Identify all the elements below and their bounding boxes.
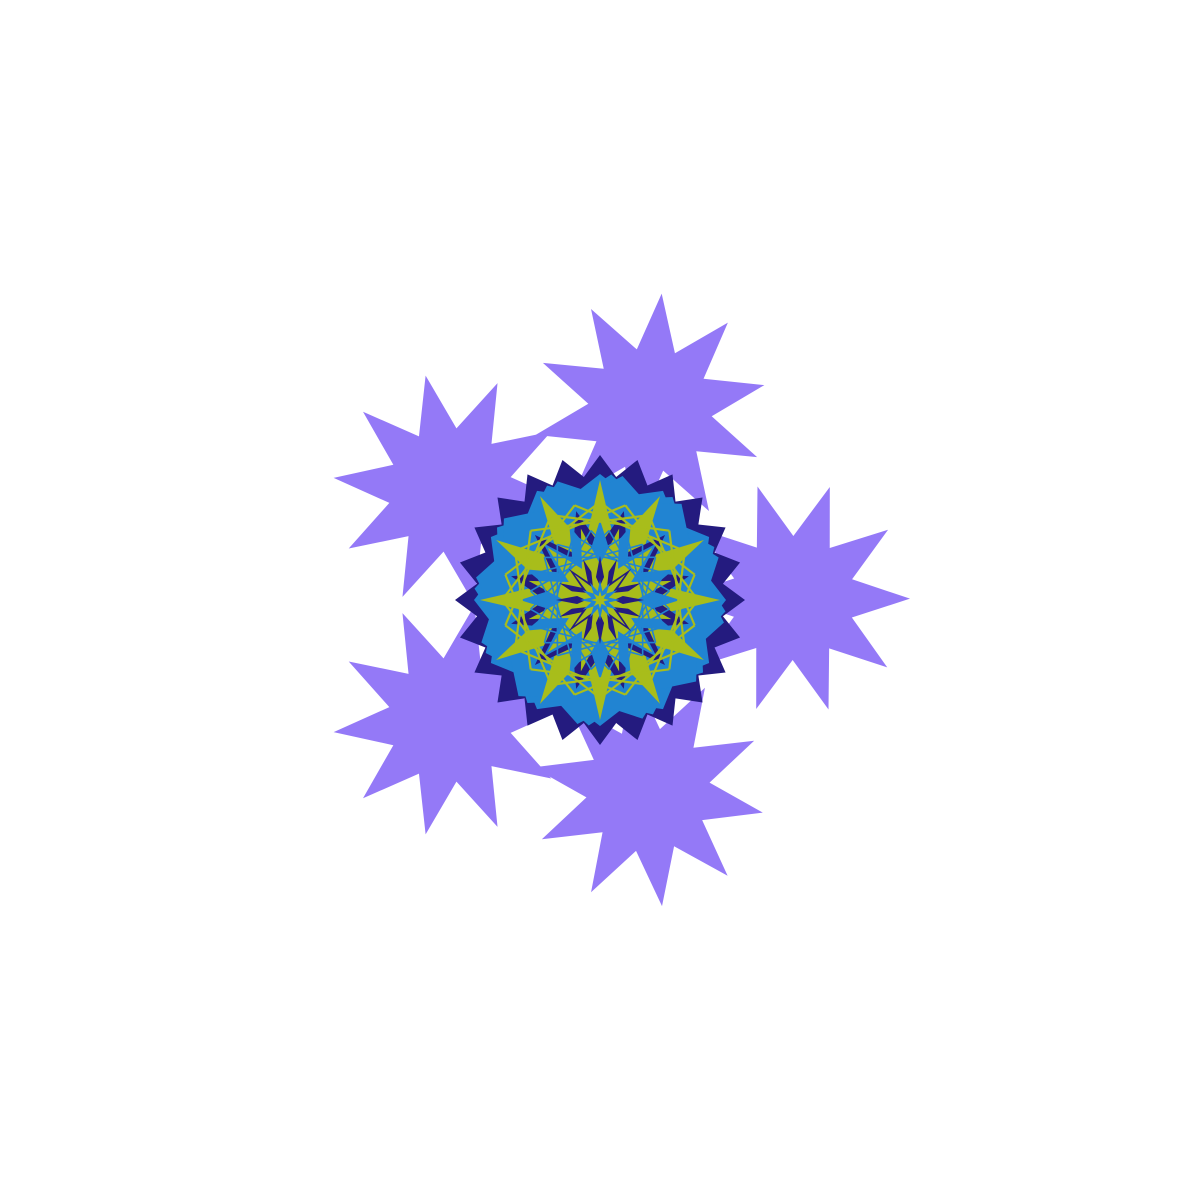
interlace-line — [574, 504, 686, 553]
interlace-line — [557, 625, 665, 657]
interlace-line — [501, 504, 576, 601]
interlace-line — [504, 501, 601, 576]
interlace-line — [668, 530, 686, 650]
interlace-line — [530, 514, 650, 532]
outer-star — [676, 486, 910, 710]
central-mandala — [455, 455, 745, 745]
interlace-line — [514, 530, 532, 650]
interlace-line — [668, 550, 686, 670]
interlace-line — [557, 543, 665, 574]
interlace-line — [599, 501, 696, 576]
interlace-line — [572, 534, 670, 592]
interlace-line — [624, 599, 699, 696]
interlace-line — [530, 534, 628, 592]
interlace-line — [504, 574, 553, 686]
interlace-line — [626, 557, 657, 665]
interlace-line — [530, 668, 650, 686]
interlace-line — [550, 668, 670, 686]
interlace-line — [514, 647, 626, 696]
lime-center — [591, 591, 609, 609]
interlace-line — [647, 574, 696, 686]
interlace-line — [572, 608, 670, 666]
interlace-line — [534, 530, 592, 628]
interlace-line — [647, 514, 696, 626]
interlace-line — [504, 624, 601, 699]
interlace-line — [599, 624, 696, 699]
interlace-line — [608, 572, 666, 670]
interlace-line — [501, 599, 576, 696]
interlace-line — [543, 535, 574, 643]
interlace-line — [550, 514, 670, 532]
interlace-line — [534, 572, 592, 670]
interlace-line — [514, 504, 626, 553]
interlace-line — [514, 550, 532, 670]
interlace-line — [543, 557, 575, 665]
interlace-line — [625, 535, 657, 643]
interlace-line — [535, 543, 643, 575]
interlace-line — [530, 608, 628, 666]
interlace-line — [624, 504, 699, 601]
interlace-line — [535, 626, 643, 657]
interlace-line — [574, 647, 686, 696]
interlace-line — [608, 530, 666, 628]
interlace-line — [504, 514, 553, 626]
